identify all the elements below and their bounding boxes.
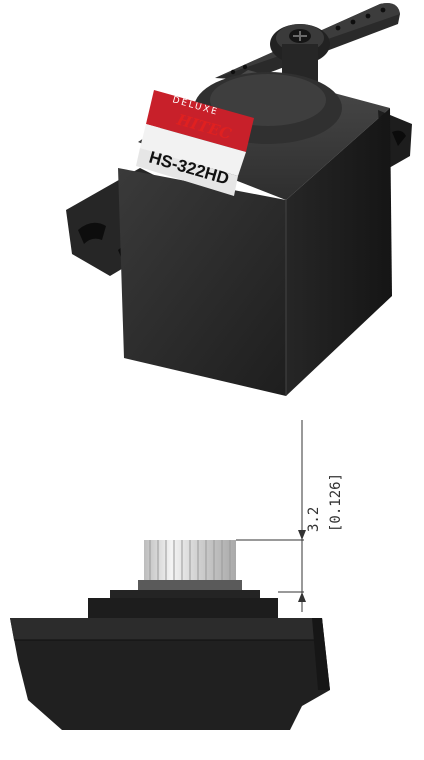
dimension-annotation: 3.2 [0.126] (236, 420, 344, 612)
side-body (10, 618, 330, 730)
arrow-up-icon (298, 592, 306, 602)
servo-3d-render: DELUXE HITEC HS-322HD (66, 3, 412, 396)
servo-body-front (118, 168, 286, 396)
output-spline (138, 540, 242, 594)
servo-body-side (286, 108, 392, 396)
dimension-metric: 3.2 (306, 507, 322, 532)
product-label: DELUXE HITEC HS-322HD (136, 90, 254, 196)
arrow-down-icon (298, 530, 306, 540)
dimension-imperial: [0.126] (328, 473, 344, 532)
servo-side-profile (10, 540, 330, 730)
